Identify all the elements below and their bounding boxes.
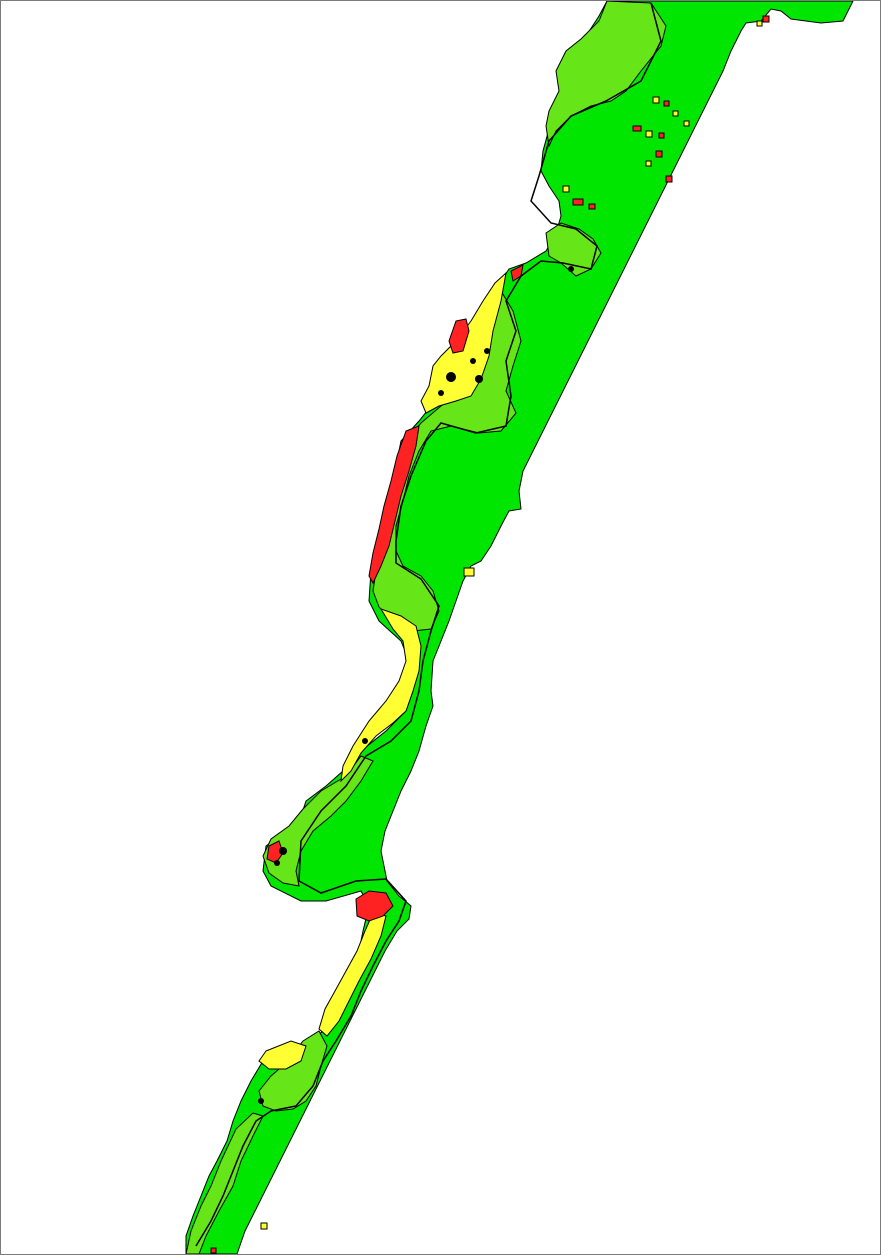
floodplain-zone-south-bend: [262, 755, 374, 887]
moderate-risk-zone-mid: [318, 912, 387, 1037]
floodplain-zone-central: [372, 289, 522, 632]
floodplain-zone-lower: [258, 1030, 328, 1112]
moderate-risk-patch: [463, 567, 475, 577]
high-risk-zone-south: [266, 840, 284, 864]
scattered-plots: [210, 15, 770, 1254]
moderate-risk-zone-lower: [258, 1040, 307, 1070]
moderate-risk-zone-channel: [340, 608, 422, 783]
dark-spots: [258, 266, 574, 1104]
floodplain-zone-bottom: [185, 1112, 264, 1254]
high-risk-zone-north: [448, 318, 470, 354]
high-risk-zone-west-bank: [368, 425, 420, 585]
floodplain-zone-north: [545, 1, 667, 148]
river-channel-line: [195, 2, 662, 1247]
high-risk-zone-bend: [355, 890, 394, 922]
floodplain-zone-bend-1: [545, 222, 602, 277]
